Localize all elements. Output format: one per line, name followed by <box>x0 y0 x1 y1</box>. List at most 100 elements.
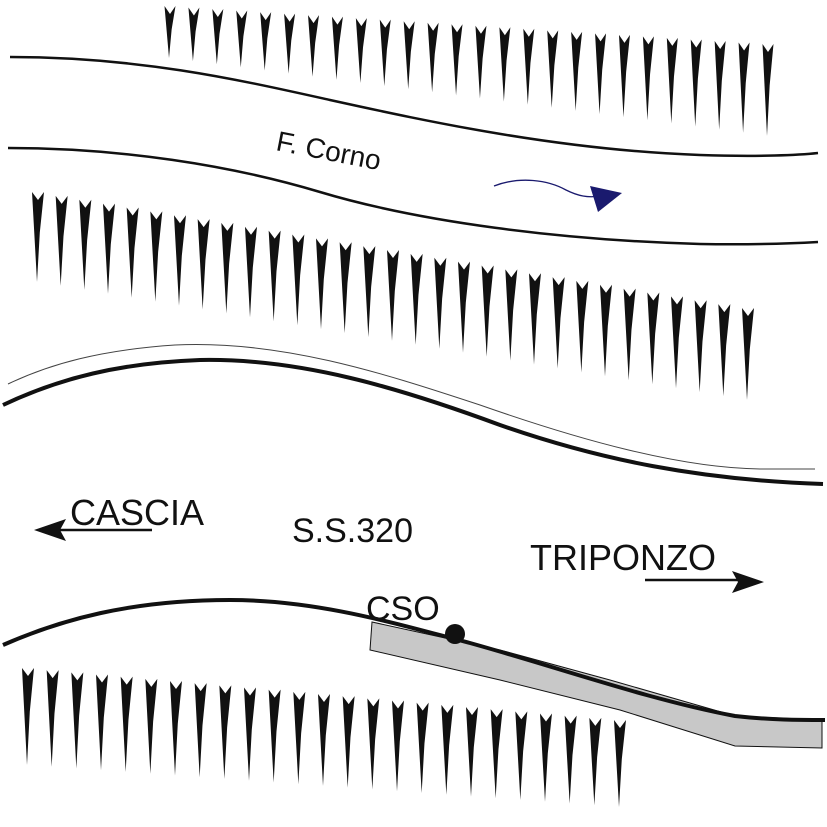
vegetation-hatch <box>614 720 626 807</box>
vegetation-hatch <box>363 246 376 338</box>
vegetation-hatch <box>742 308 754 400</box>
vegetation-hatch <box>71 672 84 769</box>
vegetation-hatch <box>96 674 108 771</box>
river-bank-south <box>7 146 819 246</box>
vegetation-hatch <box>427 22 439 93</box>
cascia-label: CASCIA <box>70 492 204 533</box>
vegetation-hatch <box>505 269 518 361</box>
vegetation-hatch <box>451 24 463 96</box>
vegetation-hatch <box>308 15 320 77</box>
arrow-to-cascia-head <box>34 519 66 541</box>
vegetation-hatch <box>342 696 355 788</box>
vegetation-hatch <box>221 222 234 314</box>
triponzo-label: TRIPONZO <box>530 537 716 578</box>
flow-arrow-head <box>590 186 622 212</box>
vegetation-band-middle <box>32 192 754 400</box>
vegetation-hatch <box>642 36 654 121</box>
vegetation-hatch <box>552 277 565 369</box>
vegetation-hatch <box>164 6 176 58</box>
vegetation-hatch <box>475 25 487 99</box>
vegetation-hatch <box>481 265 494 357</box>
vegetation-hatch <box>714 40 726 130</box>
vegetation-hatch <box>595 33 607 115</box>
vegetation-hatch <box>392 700 404 792</box>
vegetation-hatch <box>571 31 583 112</box>
road-edge-north-thin <box>7 344 815 470</box>
vegetation-hatch <box>318 694 330 786</box>
vegetation-hatch <box>515 711 528 800</box>
vegetation-hatch <box>79 199 92 290</box>
road-code-label: S.S.320 <box>292 512 413 550</box>
vegetation-hatch <box>694 300 707 393</box>
vegetation-hatch <box>529 273 541 365</box>
vegetation-hatch <box>540 713 552 802</box>
vegetation-hatch <box>197 219 210 310</box>
vegetation-hatch <box>490 709 503 799</box>
vegetation-hatch <box>367 698 380 790</box>
flow-arrow-line <box>493 179 601 198</box>
vegetation-hatch <box>403 21 415 90</box>
vegetation-hatch <box>623 288 636 381</box>
vegetation-hatch <box>762 44 774 136</box>
vegetation-hatch <box>355 18 367 83</box>
vegetation-hatch <box>441 704 454 795</box>
vegetation-hatch <box>22 668 34 765</box>
vegetation-hatch <box>458 261 470 353</box>
vegetation-hatch <box>690 39 702 127</box>
road-edge-north <box>2 357 824 486</box>
vegetation-hatch <box>245 226 257 318</box>
vegetation-hatch <box>379 19 391 87</box>
vegetation-hatch <box>194 683 207 778</box>
retaining-wall <box>369 621 823 749</box>
vegetation-hatch <box>292 234 305 326</box>
vegetation-hatch <box>260 12 272 71</box>
vegetation-hatch <box>103 203 115 294</box>
vegetation-hatch <box>339 242 352 334</box>
vegetation-hatch <box>32 192 44 282</box>
vegetation-hatch <box>618 34 630 118</box>
vegetation-hatch <box>188 7 200 62</box>
vegetation-hatch <box>174 215 186 306</box>
vegetation-hatch <box>738 42 750 133</box>
vegetation-hatch <box>671 296 683 389</box>
vegetation-hatch <box>434 257 447 349</box>
vegetation-band-bottom <box>22 668 626 807</box>
vegetation-hatch <box>46 670 59 767</box>
vegetation-hatch <box>589 717 602 806</box>
vegetation-hatch <box>316 238 328 330</box>
vegetation-hatch <box>547 30 559 108</box>
cso-point <box>445 624 465 644</box>
vegetation-hatch <box>293 691 306 785</box>
vegetation-hatch <box>718 304 731 397</box>
vegetation-hatch <box>410 253 423 345</box>
vegetation-band-top <box>164 6 774 136</box>
vegetation-hatch <box>244 687 256 781</box>
vegetation-hatch <box>416 702 429 793</box>
vegetation-hatch <box>126 207 139 298</box>
vegetation-hatch <box>170 681 182 776</box>
vegetation-hatch <box>564 715 577 804</box>
vegetation-hatch <box>499 27 511 102</box>
vegetation-hatch <box>331 16 343 80</box>
vegetation-hatch <box>387 250 399 341</box>
cso-label: CSO <box>366 590 440 628</box>
vegetation-hatch <box>576 280 589 373</box>
vegetation-hatch <box>150 211 163 302</box>
vegetation-hatch <box>523 28 535 105</box>
vegetation-hatch <box>212 9 224 65</box>
vegetation-hatch <box>120 676 133 772</box>
vegetation-hatch <box>236 10 248 68</box>
vegetation-hatch <box>647 292 660 385</box>
vegetation-hatch <box>600 284 612 377</box>
vegetation-hatch <box>466 707 478 797</box>
vegetation-hatch <box>268 230 281 322</box>
vegetation-hatch <box>55 195 68 286</box>
vegetation-hatch <box>219 685 232 779</box>
vegetation-hatch <box>145 678 158 774</box>
vegetation-hatch <box>284 13 296 74</box>
arrow-to-triponzo-head <box>732 571 764 593</box>
vegetation-hatch <box>268 689 281 783</box>
river-name-label: F. Corno <box>274 125 384 176</box>
